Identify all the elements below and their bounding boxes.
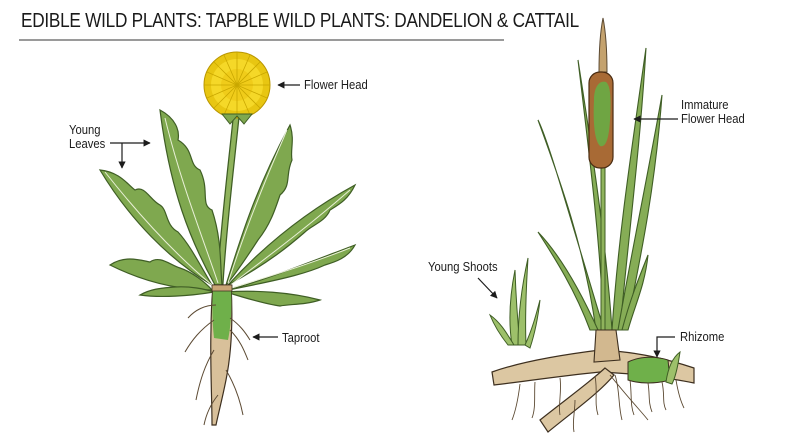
label-rhizome: Rhizome bbox=[680, 330, 725, 344]
dandelion-plant bbox=[98, 51, 357, 426]
label-immature-line2: Flower Head bbox=[681, 112, 745, 126]
page-title: EDIBLE WILD PLANTS: TAPBLE WILD PLANTS: … bbox=[21, 10, 579, 32]
label-immature-line1: Immature bbox=[681, 98, 729, 112]
label-taproot: Taproot bbox=[282, 331, 320, 345]
arrow-young-shoots bbox=[477, 277, 498, 299]
label-young-leaves-line1: Young bbox=[69, 123, 101, 137]
dandelion-taproot bbox=[184, 284, 251, 426]
arrow-rhizome bbox=[653, 336, 675, 358]
cattail-plant bbox=[488, 17, 695, 433]
label-young-shoots: Young Shoots bbox=[428, 260, 498, 274]
cattail-leaves bbox=[537, 47, 663, 331]
dandelion-leaves bbox=[98, 108, 357, 307]
label-young-leaves-line2: Leaves bbox=[69, 137, 106, 151]
cattail-rhizome bbox=[491, 329, 695, 433]
label-flower-head: Flower Head bbox=[304, 78, 368, 92]
cattail-flower-head bbox=[588, 17, 614, 169]
cattail-young-shoots bbox=[488, 257, 541, 349]
annotation-arrows bbox=[110, 81, 678, 358]
title-divider bbox=[19, 39, 504, 41]
dandelion-flower-head bbox=[203, 51, 271, 125]
